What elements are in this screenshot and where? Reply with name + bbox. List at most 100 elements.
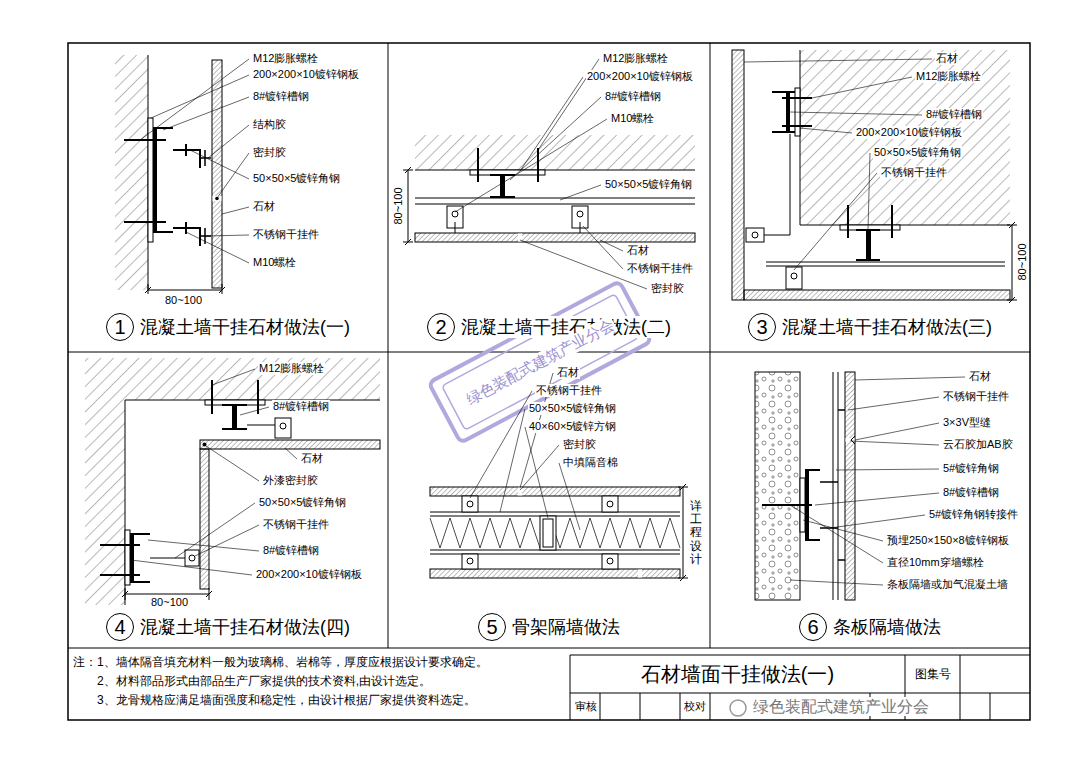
detail-number-circle: 3 [748, 313, 776, 341]
callout-label: M10螺栓 [610, 112, 655, 125]
callout-label: 50×50×5镀锌角钢 [873, 146, 962, 159]
callout-label: 不锈钢干挂件 [262, 518, 330, 531]
detail-number-circle: 2 [427, 313, 455, 341]
detail-panel: 3 混凝土墙干挂石材做法(三) [710, 43, 1030, 352]
detail-1-drawing [115, 55, 249, 294]
callout-label: 3×3V型缝 [942, 416, 992, 429]
callout-label: 80~100 [392, 186, 405, 225]
note-text: 2、材料部品形式由部品生产厂家提供的技术资料,由设计选定。 [96, 674, 432, 688]
callout-label: 50×50×5镀锌角钢 [528, 402, 617, 415]
detail-panel: 5 骨架隔墙做法 [388, 352, 710, 648]
caption-row: 5 骨架隔墙做法 [388, 612, 710, 642]
callout-number: 5 [486, 617, 497, 637]
callout-label: 80~100 [150, 596, 189, 609]
callout-label: 50×50×5镀锌角钢 [604, 178, 693, 191]
callout-label: 直径10mm穿墙螺栓 [886, 556, 985, 569]
detail-6-drawing [755, 372, 965, 600]
callout-label: 石材 [556, 366, 580, 379]
detail-panel: 1 混凝土墙干挂石材做法(一) [68, 43, 388, 352]
callout-label: 80~100 [164, 294, 203, 307]
callout-label: M12膨胀螺栓 [258, 362, 325, 375]
callout-label: 密封胶 [650, 282, 685, 295]
callout-label: 石材 [935, 52, 959, 65]
detail-5-drawing [430, 373, 688, 581]
caption-row: 2 混凝土墙干挂石材做法(二) [388, 312, 710, 342]
callout-label: 详工程设计 [690, 500, 702, 566]
title-block-cell: 图集号 [914, 667, 952, 681]
callout-label: 8#镀锌槽钢 [942, 486, 1000, 499]
callout-label: M12膨胀螺栓 [252, 52, 319, 65]
callout-label: 8#镀锌槽钢 [252, 90, 310, 103]
note-text: 3、龙骨规格应满足墙面强度和稳定性，由设计根据厂家提供资料选定。 [96, 693, 477, 707]
callout-label: 不锈钢干挂件 [880, 166, 948, 179]
callout-label: M12膨胀螺栓 [602, 52, 669, 65]
detail-panel: 2 混凝土墙干挂石材做法(二) [388, 43, 710, 352]
callout-label: 预埋250×150×8镀锌钢板 [886, 534, 1010, 547]
watermark-icon [730, 700, 746, 716]
detail-number-circle: 1 [106, 313, 134, 341]
callout-label: 200×200×10镀锌钢板 [255, 568, 363, 581]
watermark-text: 绿色装配式建筑产业分会 [462, 315, 618, 409]
detail-panel: 4 混凝土墙干挂石材做法(四) [68, 352, 388, 648]
callout-label: 石材 [626, 244, 650, 257]
callout-label: 5#镀锌角钢 [942, 462, 1000, 475]
caption-row: 4 混凝土墙干挂石材做法(四) [68, 612, 388, 642]
watermark-text: 绿色装配式建筑产业分会 [752, 697, 930, 716]
detail-number-circle: 5 [478, 613, 506, 641]
detail-4-drawing [85, 358, 380, 605]
sheet-frame [68, 43, 1030, 720]
callout-label: 外漆密封胶 [262, 474, 319, 487]
callout-label: 密封胶 [562, 438, 597, 451]
sheet-title: 石材墙面干挂做法(一) [572, 659, 903, 689]
callout-label: 200×200×10镀锌钢板 [252, 68, 360, 81]
callout-label: 8#镀锌槽钢 [272, 400, 330, 413]
callout-label: 云石胶加AB胶 [942, 438, 1014, 451]
callout-number: 3 [756, 317, 767, 337]
callout-label: 8#镀锌槽钢 [925, 108, 983, 121]
detail-3-drawing [732, 50, 1017, 303]
callout-label: 条板隔墙或加气混凝土墙 [886, 578, 1009, 591]
callout-number: 1 [114, 317, 125, 337]
callout-number: 6 [807, 617, 818, 637]
caption-row: 6 条板隔墙做法 [710, 612, 1030, 642]
callout-number: 2 [435, 317, 446, 337]
detail-caption: 混凝土墙干挂石材做法(三) [782, 316, 992, 338]
callout-label: M10螺栓 [252, 256, 297, 269]
caption-row: 3 混凝土墙干挂石材做法(三) [710, 312, 1030, 342]
callout-label: 结构胶 [252, 118, 287, 131]
detail-caption: 混凝土墙干挂石材做法(二) [461, 316, 671, 338]
callout-label: 石材 [300, 452, 324, 465]
callout-label: 不锈钢干挂件 [626, 262, 694, 275]
callout-number: 4 [114, 617, 125, 637]
callout-label: 50×50×5镀锌角钢 [258, 496, 347, 509]
detail-caption: 混凝土墙干挂石材做法(四) [140, 616, 350, 638]
callout-label: 5#镀锌角钢转接件 [928, 508, 1019, 521]
title-block-cell: 校对 [683, 700, 707, 713]
detail-number-circle: 4 [106, 613, 134, 641]
callout-label: 不锈钢干挂件 [252, 228, 320, 241]
callout-label: 不锈钢干挂件 [535, 384, 603, 397]
callout-label: M12膨胀螺栓 [915, 70, 982, 83]
detail-caption: 骨架隔墙做法 [512, 616, 620, 638]
detail-2-drawing [403, 59, 695, 289]
caption-row: 1 混凝土墙干挂石材做法(一) [68, 312, 388, 342]
detail-panel: 6 条板隔墙做法 [710, 352, 1030, 648]
title-block-cell: 审核 [574, 700, 598, 713]
callout-label: 密封胶 [252, 146, 287, 159]
callout-label: 石材 [968, 370, 992, 383]
callout-label: 8#镀锌槽钢 [604, 90, 662, 103]
callout-label: 不锈钢干挂件 [942, 390, 1010, 403]
callout-label: 石材 [252, 200, 276, 213]
callout-label: 200×200×10镀锌钢板 [586, 70, 694, 83]
note-text: 注：1、墙体隔音填充材料一般为玻璃棉、岩棉等，厚度应根据设计要求确定。 [72, 655, 489, 669]
detail-number-circle: 6 [799, 613, 827, 641]
callout-label: 50×50×5镀锌角钢 [252, 172, 341, 185]
callout-label: 80~100 [1016, 242, 1029, 281]
callout-label: 200×200×10镀锌钢板 [855, 126, 963, 139]
detail-caption: 条板隔墙做法 [833, 616, 941, 638]
callout-label: 中填隔音棉 [562, 456, 619, 469]
detail-caption: 混凝土墙干挂石材做法(一) [140, 316, 350, 338]
callout-label: 8#镀锌槽钢 [262, 544, 320, 557]
